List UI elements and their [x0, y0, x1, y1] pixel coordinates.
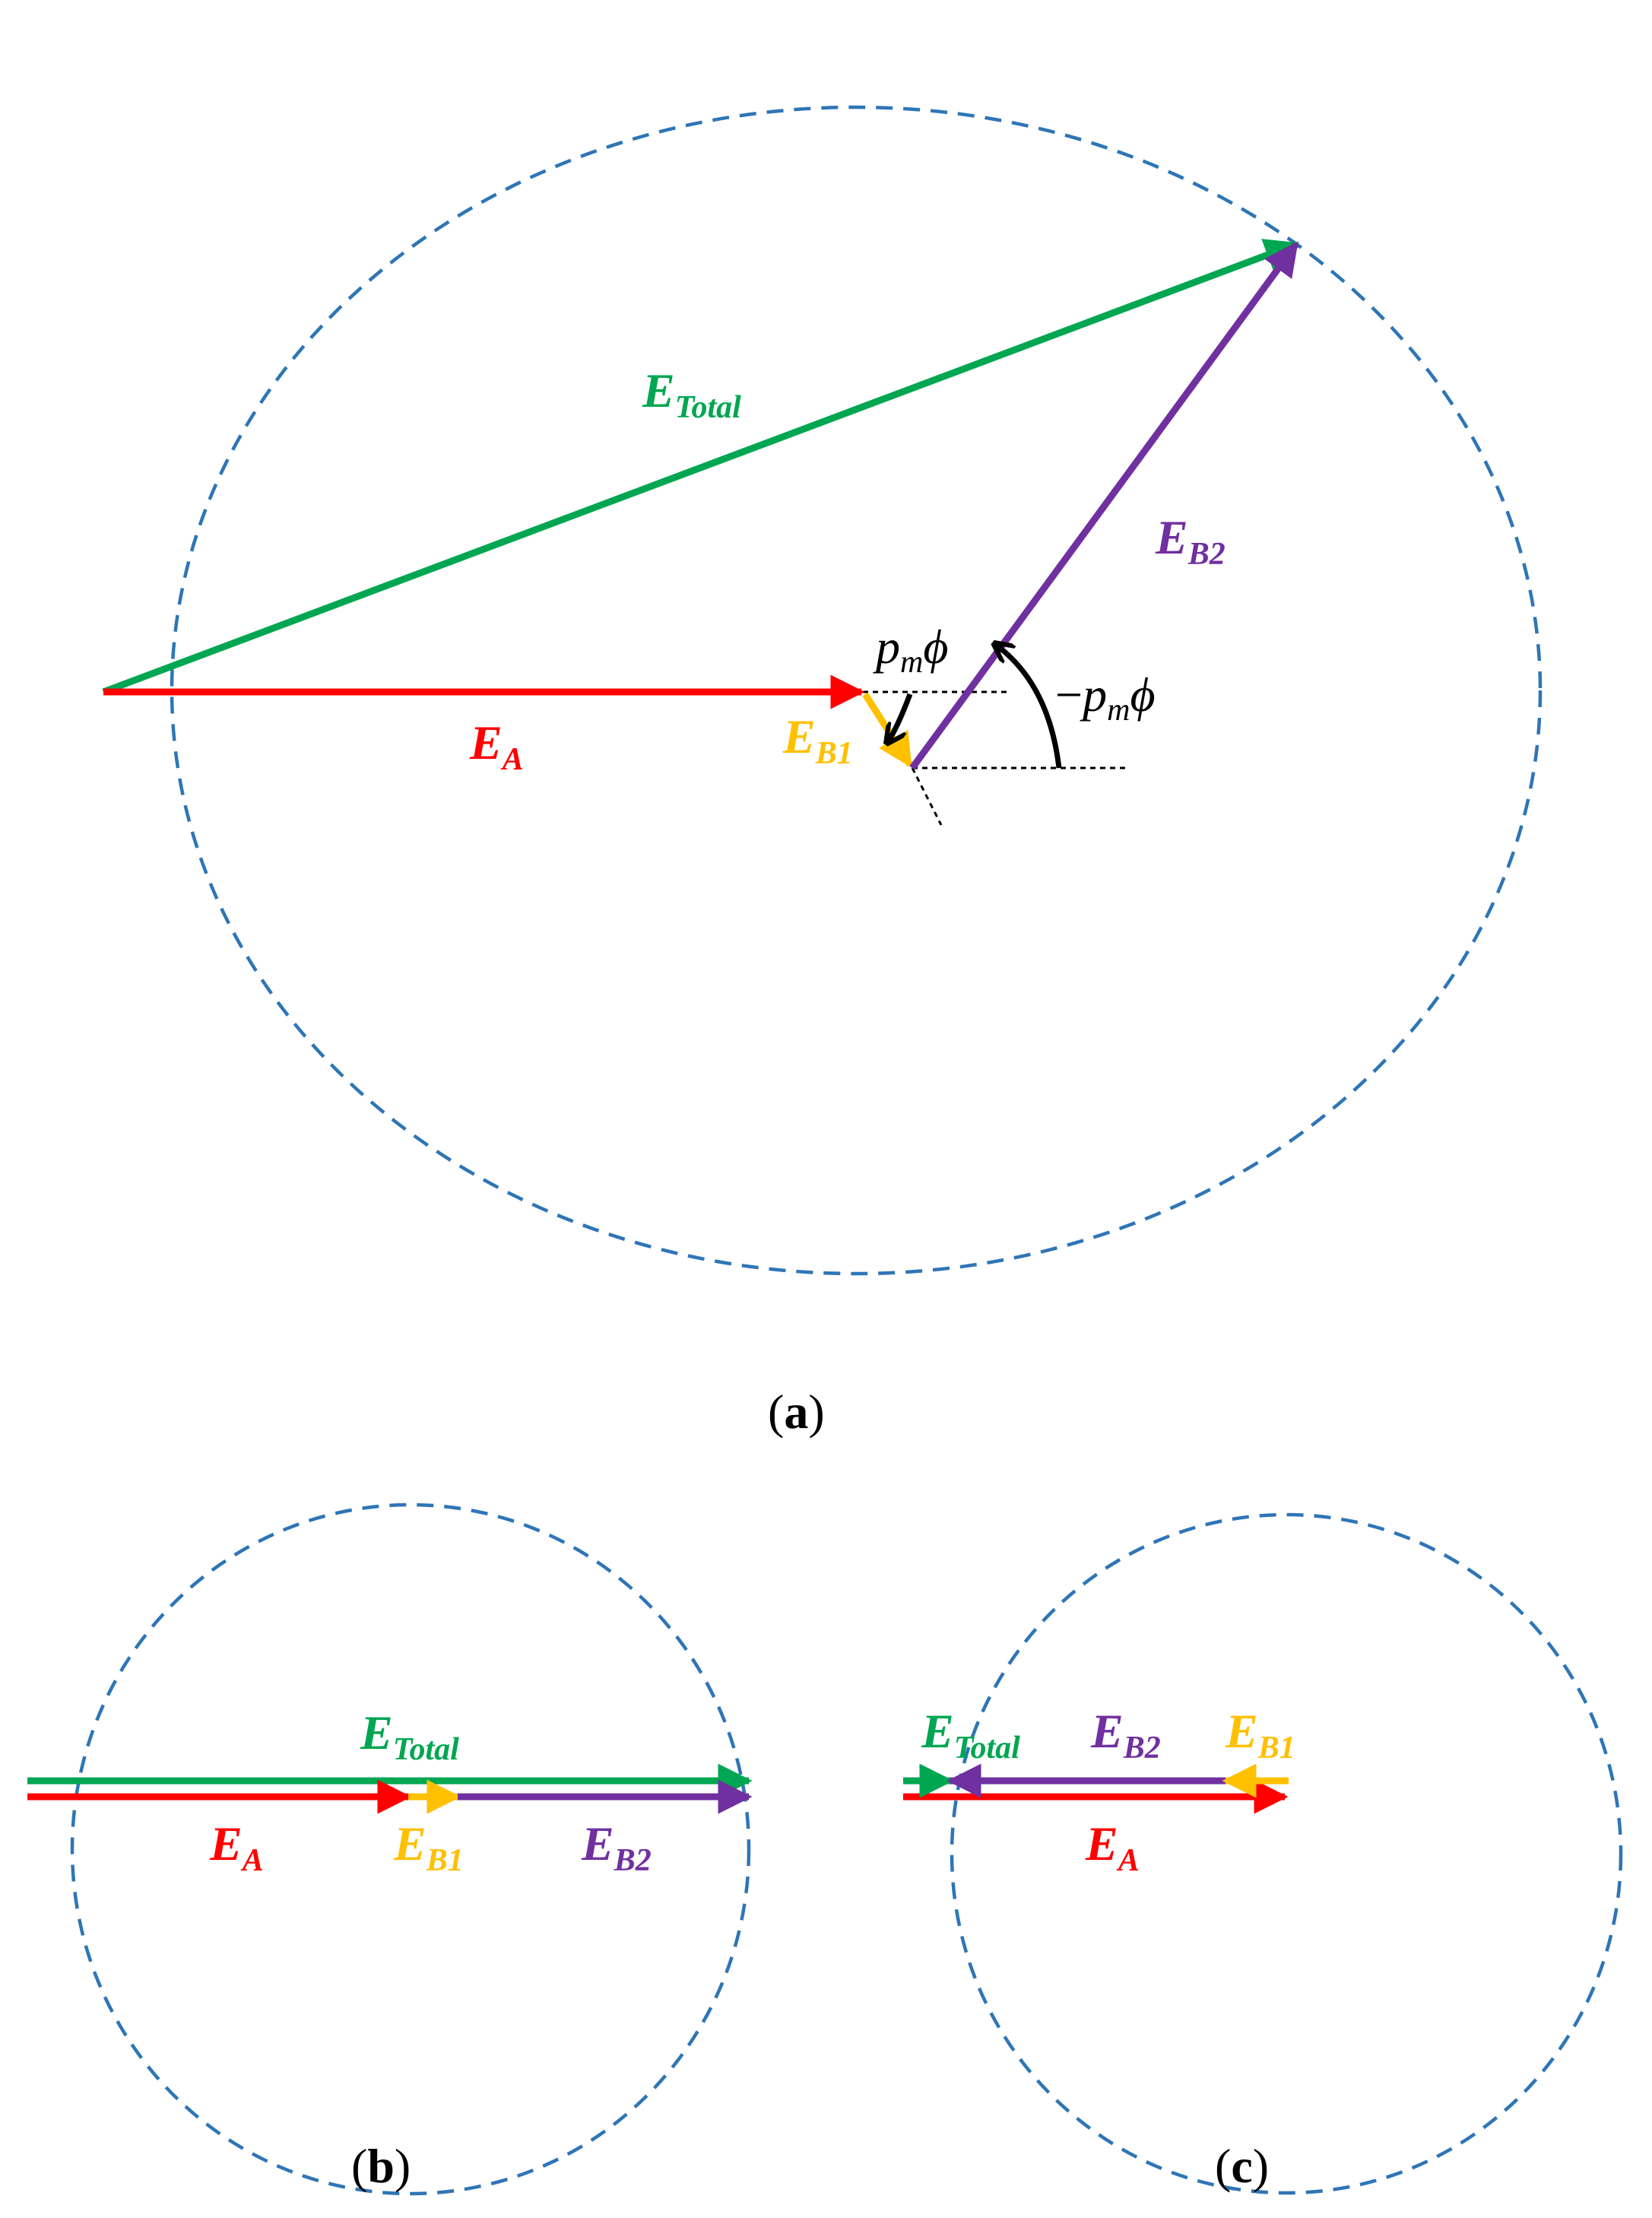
panel-a: ETotal EA EB1 EB2 pmϕ −pmϕ (a)	[102, 105, 1543, 1439]
caption-c: (c)	[1215, 2139, 1269, 2193]
angle-arc-a-negative	[996, 645, 1062, 769]
label-e-a-a: EA	[469, 716, 524, 777]
locus-circle-b	[70, 1502, 751, 2196]
angle-arc-a-positive	[888, 693, 913, 741]
label-e-b2-a: EB2	[1155, 510, 1226, 572]
label-e-b2-c: EB2	[1090, 1704, 1161, 1766]
reference-line-a-diagonal	[911, 767, 943, 826]
label-e-b1-c: EB1	[1225, 1704, 1295, 1766]
label-e-total-c: ETotal	[921, 1704, 1020, 1766]
locus-circle-c	[950, 1512, 1623, 2195]
label-e-a-b: EA	[209, 1817, 264, 1878]
panel-c: ETotal EB2 EB1 EA (c)	[903, 1512, 1623, 2195]
caption-a: (a)	[768, 1385, 825, 1439]
label-angle-positive-a: pmϕ	[873, 620, 948, 680]
panel-b: ETotal EA EB1 EB2 (b)	[27, 1502, 753, 2196]
label-e-b1-b: EB1	[393, 1817, 464, 1878]
vector-e-total-a	[102, 239, 1300, 696]
label-angle-negative-a: −pmϕ	[1055, 668, 1156, 728]
label-e-b2-b: EB2	[581, 1817, 652, 1878]
label-e-b1-a: EB1	[782, 709, 853, 771]
label-e-total-b: ETotal	[360, 1706, 459, 1767]
vector-e-b2-a	[909, 241, 1299, 770]
locus-circle-a	[170, 105, 1543, 1276]
label-e-a-c: EA	[1085, 1817, 1140, 1878]
label-e-total-a: ETotal	[642, 363, 741, 425]
caption-b: (b)	[351, 2139, 411, 2193]
